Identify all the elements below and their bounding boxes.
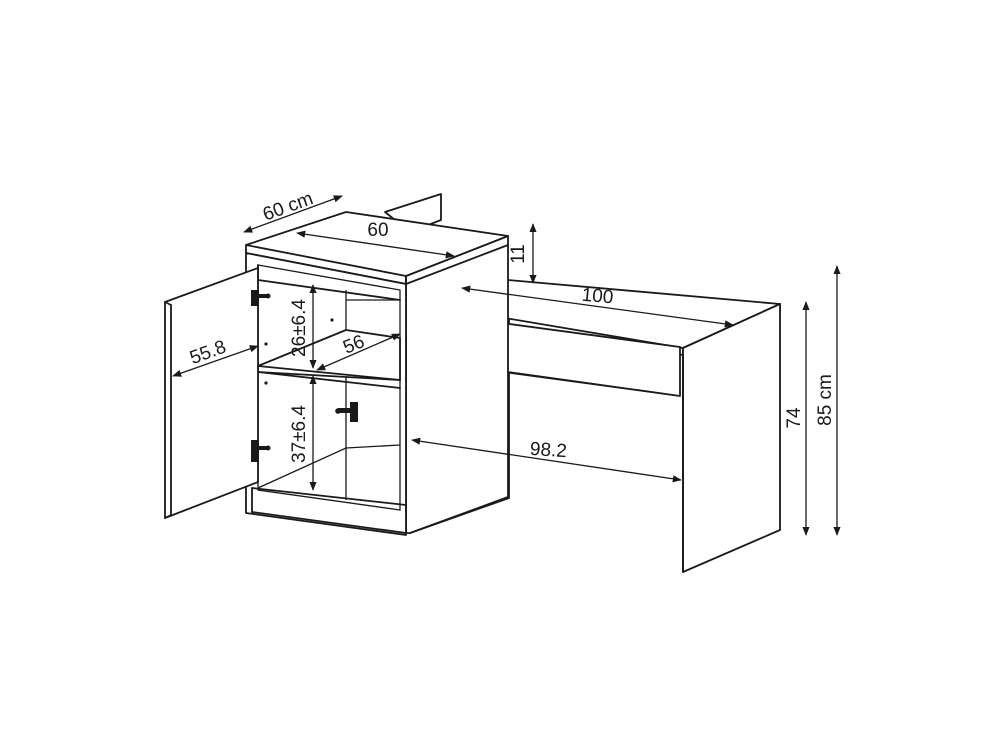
hinge-icon (335, 402, 358, 422)
label-upper-shelf-height: 26±6.4 (289, 299, 310, 357)
label-total-height: 85 cm (815, 374, 836, 426)
dim-desk-width (461, 285, 734, 328)
label-top-width: 60 (367, 220, 388, 241)
desk-right-leg (682, 303, 781, 573)
dim-top-width (296, 230, 455, 259)
dim-top-depth (243, 195, 343, 233)
cabinet-plinth (251, 487, 407, 513)
label-desk-height: 74 (784, 407, 805, 429)
label-desk-inner-width: 98.2 (529, 439, 567, 463)
hinge-icon (251, 290, 271, 306)
label-lower-shelf-height: 37±6.4 (289, 405, 310, 463)
dim-door-width (172, 345, 259, 377)
dim-shelf-depth (316, 333, 401, 371)
dim-desk-inner-width (411, 437, 682, 483)
cabinet-side-panel (405, 235, 509, 534)
cabinet-door (164, 267, 259, 519)
hinge-icon (251, 440, 271, 462)
label-desk-width: 100 (581, 285, 614, 309)
label-drawer-height: 11 (508, 244, 529, 264)
label-top-depth: 60 cm (260, 188, 316, 225)
